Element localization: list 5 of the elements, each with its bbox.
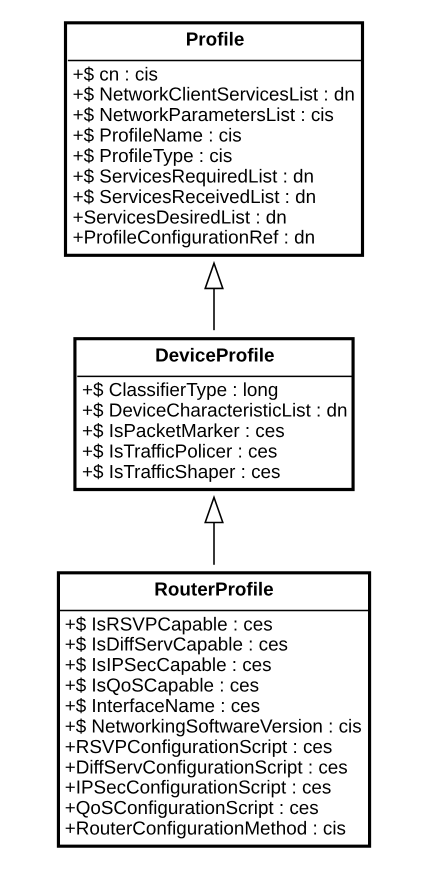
node-box: DeviceProfile +$ ClassifierType : long +$ DeviceCharacteristicList : dn +$ IsPacketMarker : ces +$ IsTrafficPolicer : ces +$ IsTrafficShaper : ces: [73, 337, 355, 492]
arrow: [204, 495, 224, 565]
node-box: RouterProfile +$ IsRSVPCapable : ces +$ IsDiffServCapable : ces +$ IsIPSecCapable : ces +$ IsQoSCapable : ces +$ InterfaceName : ces +$ NetworkingSoftwareVersion : cis +RSVPConfigurationScript : ces +DiffServConfigurationScript : ces +IPSecConfigurationScript : ces +QoSConfigurationScript : ces +RouterConfigurationMethod : cis: [56, 571, 372, 848]
node-box: Profile +$ cn : cis +$ NetworkClientServicesList : dn +$ NetworkParametersList : cis +$ ProfileName : cis +$ ProfileType : cis +$ ServicesRequiredList : dn +$ ServicesReceivedList : dn +ServicesDesiredList : dn +ProfileConfigurationRef : dn: [64, 21, 364, 257]
arrow: [204, 260, 224, 330]
